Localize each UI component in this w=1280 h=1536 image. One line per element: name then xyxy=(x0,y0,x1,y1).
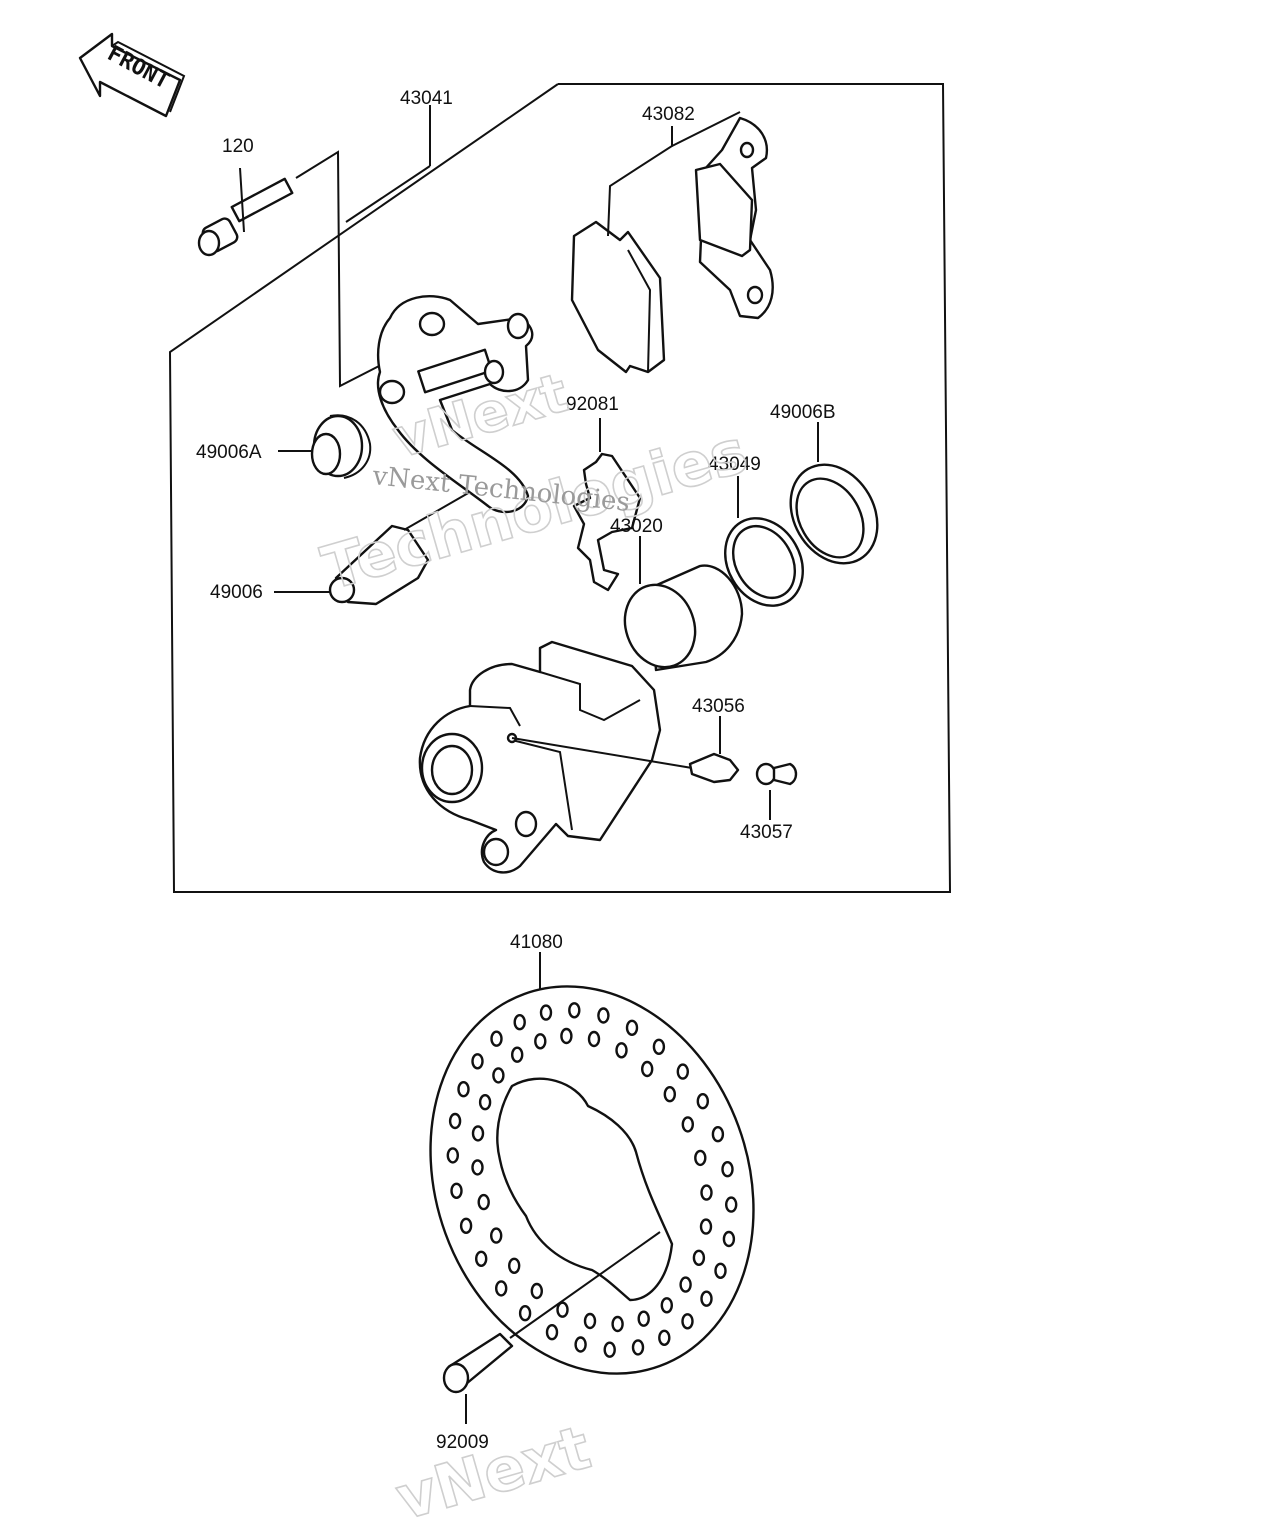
label-43049: 43049 xyxy=(708,454,761,475)
watermark-bottom: vNext xyxy=(389,1413,598,1535)
vent-hole xyxy=(490,1227,503,1244)
vent-hole xyxy=(700,1184,713,1201)
vent-hole xyxy=(681,1116,694,1133)
disc-vent-holes xyxy=(446,1002,738,1358)
vent-hole xyxy=(477,1193,490,1211)
vent-hole xyxy=(700,1290,713,1307)
vent-hole xyxy=(694,1149,707,1167)
vent-hole xyxy=(721,1160,734,1178)
vent-hole xyxy=(714,1262,727,1280)
vent-hole xyxy=(641,1060,654,1078)
vent-hole xyxy=(574,1336,587,1353)
label-49006a: 49006A xyxy=(196,442,262,463)
label-43041: 43041 xyxy=(400,88,453,109)
vent-hole xyxy=(615,1042,628,1059)
vent-hole xyxy=(478,1093,492,1111)
vent-hole xyxy=(637,1310,650,1327)
vent-hole xyxy=(597,1007,610,1024)
vent-hole xyxy=(583,1312,597,1330)
label-49006: 49006 xyxy=(210,582,263,603)
vent-hole xyxy=(511,1046,524,1063)
vent-hole xyxy=(679,1276,692,1293)
vent-hole xyxy=(603,1341,616,1358)
vent-hole xyxy=(722,1230,736,1248)
vent-hole xyxy=(513,1014,526,1031)
pad-spring-92081 xyxy=(572,418,642,592)
caliper-bracket xyxy=(376,295,534,514)
label-43056: 43056 xyxy=(692,696,745,717)
vent-hole xyxy=(539,1004,553,1021)
label-120: 120 xyxy=(222,136,254,157)
brake-pad-right xyxy=(694,116,774,320)
vent-hole xyxy=(545,1323,559,1341)
vent-hole xyxy=(530,1282,543,1300)
vent-hole xyxy=(692,1249,706,1267)
vent-hole xyxy=(711,1125,725,1143)
front-arrow-icon: FRONT xyxy=(78,32,186,118)
vent-hole xyxy=(490,1030,503,1047)
vent-hole xyxy=(560,1027,573,1045)
vent-hole xyxy=(475,1250,488,1268)
vent-hole xyxy=(652,1038,666,1056)
vent-hole xyxy=(658,1329,671,1347)
vent-hole xyxy=(448,1112,462,1130)
bolt-120 xyxy=(197,167,294,257)
dust-seal-49006b xyxy=(789,422,879,565)
vent-hole xyxy=(725,1196,738,1213)
vent-hole xyxy=(534,1033,547,1050)
label-41080: 41080 xyxy=(510,932,563,953)
label-92081: 92081 xyxy=(566,394,619,415)
dust-boot-49006a xyxy=(278,414,372,479)
vent-hole xyxy=(676,1063,689,1080)
bleeder-cap-43057 xyxy=(755,762,798,820)
vent-hole xyxy=(471,1159,484,1176)
vent-hole xyxy=(611,1315,624,1333)
label-92009: 92009 xyxy=(436,1432,489,1453)
label-43082: 43082 xyxy=(642,104,695,125)
bleeder-valve-43056 xyxy=(688,716,740,784)
slide-pin-49006 xyxy=(274,491,471,606)
brake-disc-41080 xyxy=(429,952,755,1375)
vent-hole xyxy=(459,1217,473,1235)
vent-hole xyxy=(492,1067,505,1084)
vent-hole xyxy=(587,1030,601,1048)
vent-hole xyxy=(457,1080,470,1098)
vent-hole xyxy=(663,1085,676,1103)
label-43057: 43057 xyxy=(740,822,793,843)
vent-hole xyxy=(568,1002,581,1019)
vent-hole xyxy=(471,1125,485,1142)
vent-hole xyxy=(508,1257,521,1275)
label-43020: 43020 xyxy=(610,516,663,537)
piston-43020 xyxy=(623,536,744,672)
piston-seal-43049 xyxy=(724,476,804,607)
vent-hole xyxy=(625,1019,639,1037)
vent-hole xyxy=(681,1313,694,1330)
vent-hole xyxy=(446,1147,459,1164)
vent-hole xyxy=(518,1304,532,1322)
vent-hole xyxy=(495,1280,508,1297)
brake-pad-left xyxy=(570,220,666,374)
caliper-body xyxy=(418,640,693,874)
vent-hole xyxy=(699,1218,713,1235)
label-49006b: 49006B xyxy=(770,402,836,423)
vent-hole xyxy=(450,1182,463,1200)
leader-43082 xyxy=(607,126,673,237)
caliper-assembly-outline xyxy=(168,83,952,893)
vent-hole xyxy=(660,1297,673,1314)
vent-hole xyxy=(631,1339,645,1356)
vent-hole xyxy=(696,1092,709,1110)
disc-bolt-92009 xyxy=(442,1231,661,1424)
vent-hole xyxy=(471,1053,484,1070)
vent-hole xyxy=(556,1301,569,1318)
